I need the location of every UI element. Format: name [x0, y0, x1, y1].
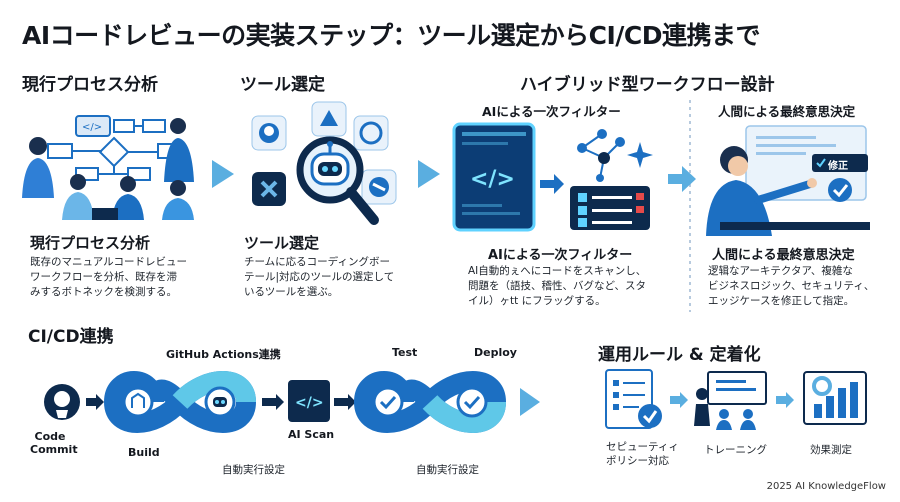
arrow-right-icon — [212, 160, 234, 188]
process-analysis-illustration: </> — [22, 115, 194, 220]
human-desc-line: 逻辑なアーキテクタア、複雑な — [708, 265, 853, 277]
human-decision-description: 逻辑なアーキテクタア、複雑な ビジネスロジック、セキュリティ、 エッジケースを修… — [708, 264, 893, 309]
human-decision-subheading: 人間による最終意思決定 — [712, 248, 855, 263]
ai-desc-line: イル）ヶtt にフラッグする。 — [468, 295, 606, 307]
step1-subheading: 現行プロセス分析 — [30, 234, 151, 252]
step3-heading: ハイブリッド型ワークフロー設計 — [520, 75, 775, 95]
auto-exec-label-1: 自動実行設定 — [222, 464, 285, 476]
arrow-right-icon — [418, 160, 440, 188]
ai-desc-line: AI自動的ぇへにコードをスキャンし、 — [468, 265, 647, 277]
step2-subheading: ツール選定 — [244, 234, 320, 252]
arrow-right-icon — [668, 166, 696, 192]
human-decision-illustration — [706, 125, 870, 236]
ai-filter-subheading: AIによる一次フィルター — [488, 248, 633, 263]
code-commit-line: Commit — [30, 443, 78, 456]
ai-filter-title: AIによる一次フィルター — [482, 104, 621, 119]
ai-desc-line: 問題を（語技、稽性、バグなど、スタ — [468, 280, 646, 292]
section-divider — [689, 100, 691, 312]
svg-text:</>: </> — [470, 167, 515, 192]
step1-desc-line: ワークフローを分析、既存を滞 — [30, 271, 177, 283]
human-decision-title: 人間による最終意思決定 — [718, 104, 856, 119]
build-label: Build — [128, 446, 160, 459]
step2-desc-line: テール|対応のツールの選定して — [244, 271, 395, 283]
rules-heading: 運用ルール & 定着化 — [598, 345, 761, 365]
rules-illustration — [605, 369, 867, 430]
svg-text:</>: </> — [295, 395, 324, 411]
effect-measurement-label: 効果測定 — [810, 444, 852, 456]
tool-selection-illustration — [251, 101, 397, 225]
security-policy-line: ポリシー対応 — [606, 455, 669, 467]
step2-desc-line: チームに応るコーディングボー — [244, 256, 390, 268]
ai-filter-illustration: </> — [452, 122, 653, 232]
step2-description: チームに応るコーディングボー テール|対応のツールの選定して いるツールを選ぶ。 — [244, 255, 434, 300]
ai-filter-description: AI自動的ぇへにコードをスキャンし、 問題を（語技、稽性、バグなど、スタ イル）… — [468, 264, 683, 309]
step1-desc-line: みするボトネックを検測する。 — [30, 286, 177, 298]
training-label: トレーニング — [704, 444, 767, 456]
cicd-pipeline-diagram: </> — [44, 371, 540, 433]
test-label: Test — [392, 346, 418, 359]
fix-tag-label: 修正 — [828, 161, 848, 172]
auto-exec-label-2: 自動実行設定 — [416, 464, 479, 476]
step2-desc-line: いるツールを選ぶ。 — [244, 286, 339, 298]
step2-heading: ツール選定 — [240, 75, 325, 95]
ai-scan-label: AI Scan — [288, 428, 335, 441]
github-actions-label: GitHub Actions連携 — [166, 348, 281, 361]
human-desc-line: ビジネスロジック、セキュリティ、 — [708, 280, 875, 292]
step1-heading: 現行プロセス分析 — [22, 75, 158, 95]
step1-desc-line: 既存のマニュアルコードレビュー — [30, 256, 187, 268]
human-desc-line: エッジケースを修正して指定。 — [708, 295, 855, 307]
code-commit-label: Code Commit — [30, 430, 78, 456]
footer-credit: 2025 AI KnowledgeFlow — [766, 481, 886, 492]
svg-text:</>: </> — [82, 122, 102, 133]
security-policy-label: セピューティィ ポリシー対応 — [606, 440, 679, 468]
cicd-heading: CI/CD連携 — [28, 327, 114, 347]
step1-description: 既存のマニュアルコードレビュー ワークフローを分析、既存を滞 みするボトネックを… — [30, 255, 220, 300]
deploy-label: Deploy — [474, 346, 517, 359]
code-commit-line: Code — [34, 430, 66, 443]
page-title: AIコードレビューの実装ステップ：ツール選定からCI/CD連携まで — [22, 21, 761, 50]
security-policy-line: セピューティィ — [606, 441, 679, 453]
